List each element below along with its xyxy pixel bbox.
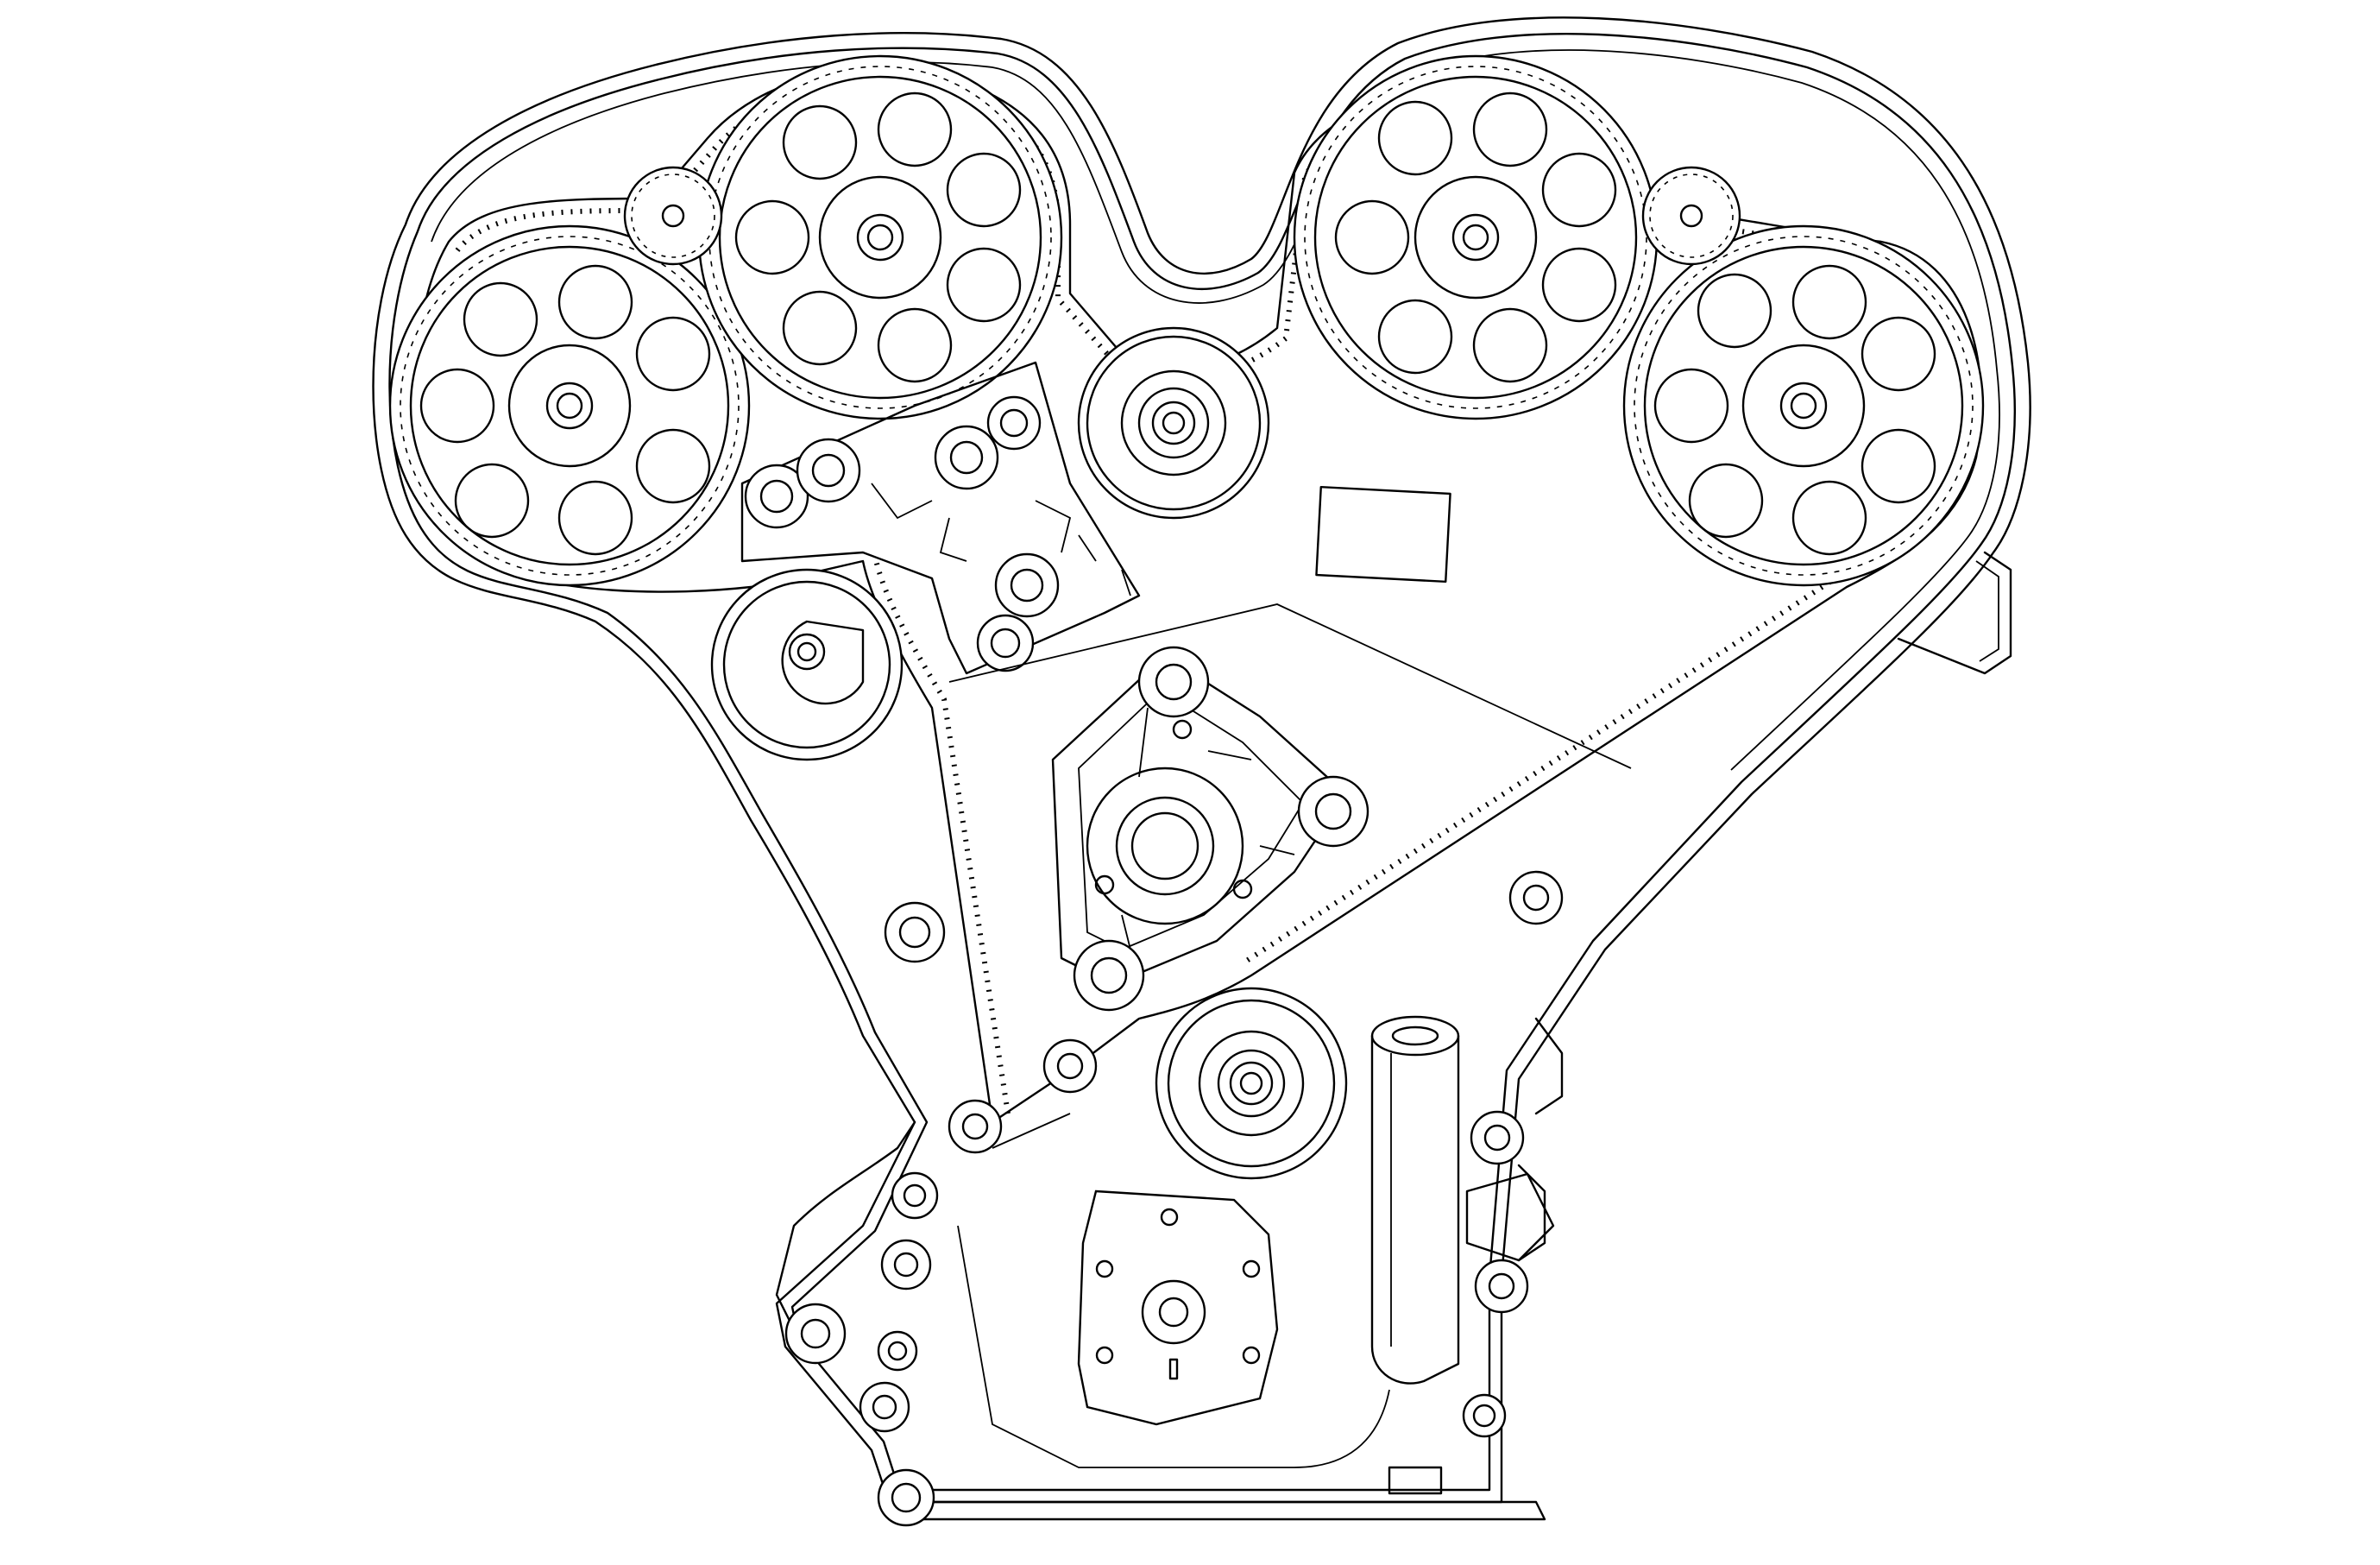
crankshaft-sprocket <box>1077 1190 1279 1426</box>
dipstick-tube <box>1370 1015 1460 1385</box>
sprocket-right-outer <box>1622 224 1985 587</box>
idler-pulley-left-mid <box>710 568 904 761</box>
label-plate <box>1315 485 1451 584</box>
small-idler-left <box>623 166 723 266</box>
idler-pulley-top <box>1077 326 1270 520</box>
sprocket-left-inner <box>697 54 1063 420</box>
cover-bolts <box>784 870 1564 1527</box>
right-lower-bracket <box>1462 1110 1555 1438</box>
tensioner-assembly <box>740 361 1141 675</box>
cover-seam-lines <box>948 603 1632 1468</box>
sprocket-left-outer <box>388 224 751 587</box>
idler-pulley-lower <box>1155 987 1348 1180</box>
water-pump <box>1051 646 1369 1012</box>
small-idler-right <box>1641 166 1741 266</box>
sprocket-right-inner <box>1293 54 1659 420</box>
